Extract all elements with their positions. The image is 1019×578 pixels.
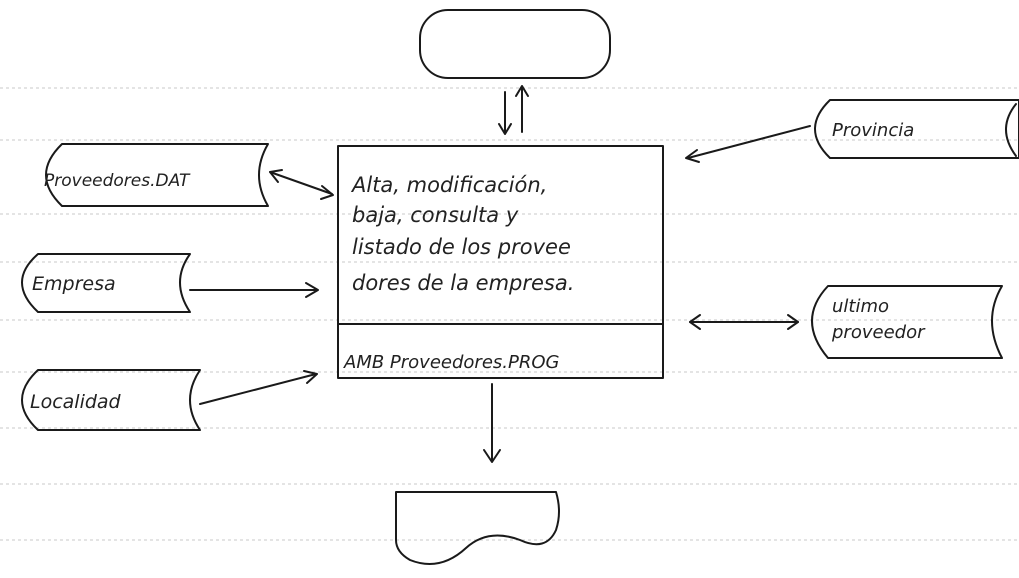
storage-empresa: Empresa [21, 253, 191, 313]
arrow-process-ultimo [689, 314, 799, 330]
proveedores-dat-label: Proveedores.DAT [44, 171, 191, 191]
empresa-label: Empresa [32, 273, 116, 295]
storage-ultimo-proveedor: ultimo proveedor [811, 285, 1003, 359]
arrow-provincia-process [685, 125, 811, 163]
localidad-label: Localidad [30, 391, 122, 413]
storage-proveedores-dat: Proveedores.DAT [44, 143, 269, 207]
process-line-3: listado de los provee [352, 235, 571, 259]
terminal-shape [419, 9, 611, 79]
ultimo-label: ultimo [832, 296, 889, 317]
report-shape [395, 491, 560, 565]
process-line-2: baja, consulta y [352, 203, 519, 227]
arrow-process-report [483, 383, 501, 463]
arrow-empresa-process [189, 282, 319, 298]
process-line-4: dores de la empresa. [352, 271, 574, 295]
terminal-process-arrows [498, 85, 529, 135]
notebook-lines [0, 87, 1019, 541]
storage-localidad: Localidad [21, 369, 201, 431]
storage-provincia: Provincia [814, 99, 1019, 159]
arrow-proveedores-process [269, 169, 334, 200]
process-line-1: Alta, modificación, [350, 173, 547, 197]
provincia-label: Provincia [832, 120, 914, 141]
proveedor-label: proveedor [831, 322, 926, 343]
arrow-localidad-process [199, 370, 318, 405]
program-name: AMB Proveedores.PROG [343, 352, 560, 373]
process-box: Alta, modificación, baja, consulta y lis… [337, 145, 664, 379]
